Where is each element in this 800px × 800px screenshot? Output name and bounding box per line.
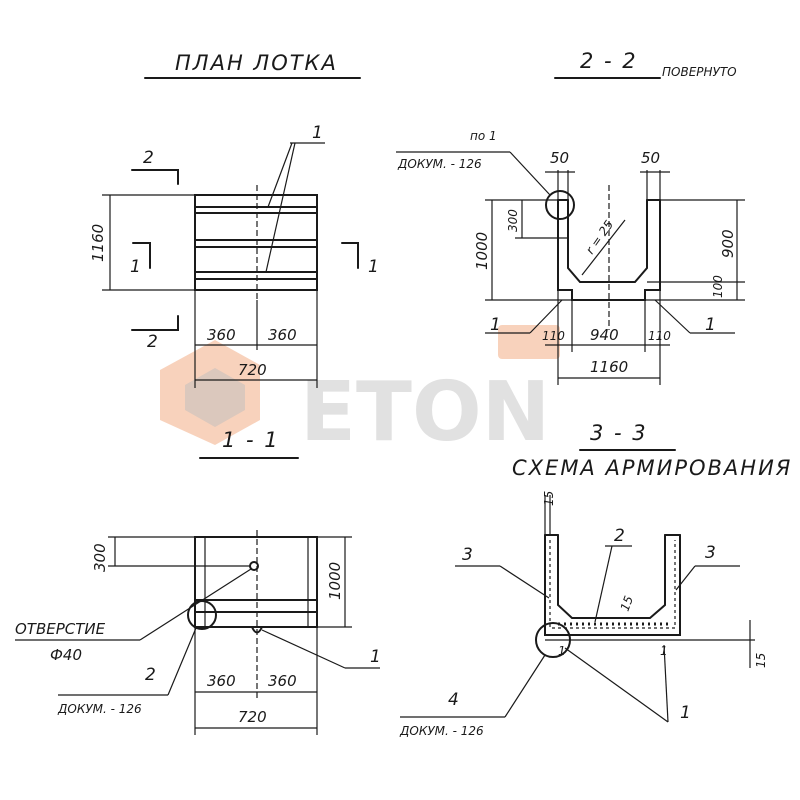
section11-ref-circle xyxy=(187,600,217,630)
plan-cut2-top-label: 2 xyxy=(143,148,154,168)
section22-ref-line2: ДОКУМ. - 126 xyxy=(397,157,482,171)
section-3-3: 3 - 3 СХЕМА АРМИРОВАНИЯ 15 15 3 3 2 15 4 xyxy=(399,421,792,738)
section11-bottom-notch xyxy=(251,626,263,634)
section33-ref-doc: ДОКУМ. - 126 xyxy=(399,724,484,738)
section33-label-3b: 3 xyxy=(705,543,716,563)
plan-cut2-top-mark xyxy=(131,169,179,185)
section-1-1: 1 - 1 300 1000 ОТВЕРСТИЕ Ф40 2 ДОКУМ. - … xyxy=(15,428,381,735)
section11-ref-num: 2 xyxy=(145,665,156,685)
section11-label-1: 1 xyxy=(370,647,381,667)
section33-mark-1a: 1 xyxy=(558,644,566,658)
section-2-2: 2 - 2 ПОВЕРНУТО по 1 ДОКУМ. - 126 50 50 … xyxy=(396,49,745,385)
section22-radius-leader xyxy=(581,219,626,276)
section22-dim-1160: 1160 xyxy=(590,358,628,376)
plan-view: ПЛАН ЛОТКА 1 1160 2 2 1 1 xyxy=(89,51,379,388)
section22-dim-1000: 1000 xyxy=(473,232,491,270)
watermark-logo-gray xyxy=(185,368,245,427)
section11-dim-360a: 360 xyxy=(207,672,236,690)
section11-hole-line2: Ф40 xyxy=(50,646,82,664)
plan-callout-leader-a xyxy=(267,142,293,208)
section11-dim-1000: 1000 xyxy=(326,562,344,600)
section22-label-right: 1 xyxy=(705,315,716,335)
section22-dim-110b: 110 xyxy=(648,329,671,343)
section11-dim-360b: 360 xyxy=(268,672,297,690)
plan-dim-1160: 1160 xyxy=(89,224,107,262)
section33-scheme: СХЕМА АРМИРОВАНИЯ xyxy=(512,456,792,480)
plan-dim-360b: 360 xyxy=(268,326,297,344)
section22-label-left: 1 xyxy=(490,315,501,335)
section33-label-3a: 3 xyxy=(462,545,473,565)
section33-profile-inner xyxy=(557,534,666,619)
plan-cut1-left-label: 1 xyxy=(130,257,141,277)
section22-profile-inner xyxy=(567,199,648,283)
section22-dim-100: 100 xyxy=(711,275,725,298)
section11-title: 1 - 1 xyxy=(222,428,280,452)
plan-dim-360a: 360 xyxy=(207,326,236,344)
section11-ref-leader xyxy=(167,627,197,696)
watermark-text: ETON xyxy=(300,365,550,460)
section22-label-right-leader2 xyxy=(654,299,691,334)
section33-ref-leader xyxy=(504,654,546,718)
section11-label-1-leader xyxy=(261,629,346,669)
section11-hole-line1: ОТВЕРСТИЕ xyxy=(15,620,106,638)
section33-title: 3 - 3 xyxy=(590,421,648,445)
section22-label-left-leader2 xyxy=(529,299,563,334)
section22-dim-50a: 50 xyxy=(550,149,569,167)
section33-label-1: 1 xyxy=(680,703,691,723)
section11-ref-doc: ДОКУМ. - 126 xyxy=(57,702,142,716)
section33-label-15in: 15 xyxy=(618,594,636,613)
section22-ref-circle xyxy=(545,190,575,220)
plan-cut2-bottom-label: 2 xyxy=(147,332,158,352)
section33-label-1-leader-a xyxy=(564,647,669,723)
plan-cut1-left-mark xyxy=(132,242,151,269)
section22-title: 2 - 2 xyxy=(580,49,638,73)
section33-label-4: 4 xyxy=(448,690,459,710)
section33-label-3a-leader xyxy=(499,565,550,599)
section33-ref-circle xyxy=(535,622,571,658)
plan-cut2-bottom-mark xyxy=(131,315,179,331)
section22-dim-300: 300 xyxy=(506,209,520,232)
section11-dim-300: 300 xyxy=(91,543,109,572)
section33-label-2-leader xyxy=(594,545,613,623)
section22-ref-line1: по 1 xyxy=(470,129,497,143)
section22-dim-110a: 110 xyxy=(542,329,565,343)
plan-outline xyxy=(194,194,318,291)
section22-dim-50b: 50 xyxy=(641,149,660,167)
section22-rotated: ПОВЕРНУТО xyxy=(662,65,737,79)
plan-cut1-right-mark xyxy=(341,242,359,269)
section22-dim-900: 900 xyxy=(719,229,737,258)
plan-dim-720: 720 xyxy=(238,361,267,379)
section11-hole-leader xyxy=(139,568,252,641)
plan-callout-label: 1 xyxy=(312,123,323,143)
section33-dim-15top: 15 xyxy=(542,491,556,506)
watermark: ETON xyxy=(160,325,560,460)
section33-label-3b-leader xyxy=(675,565,696,591)
section11-dim-720: 720 xyxy=(238,708,267,726)
section33-dim-15right: 15 xyxy=(754,653,768,668)
section33-profile-outer xyxy=(544,534,681,636)
plan-cut1-right-label: 1 xyxy=(368,257,379,277)
section22-profile-outer xyxy=(557,199,661,301)
plan-title: ПЛАН ЛОТКА xyxy=(175,51,338,75)
section22-dim-940: 940 xyxy=(590,326,619,344)
section22-ref-leader xyxy=(509,151,551,196)
section33-label-1-leader-b xyxy=(663,644,669,723)
section33-rebar xyxy=(549,540,676,629)
section33-label-2: 2 xyxy=(614,526,625,546)
section11-outline xyxy=(194,536,318,628)
plan-callout-leader-b xyxy=(265,142,296,273)
